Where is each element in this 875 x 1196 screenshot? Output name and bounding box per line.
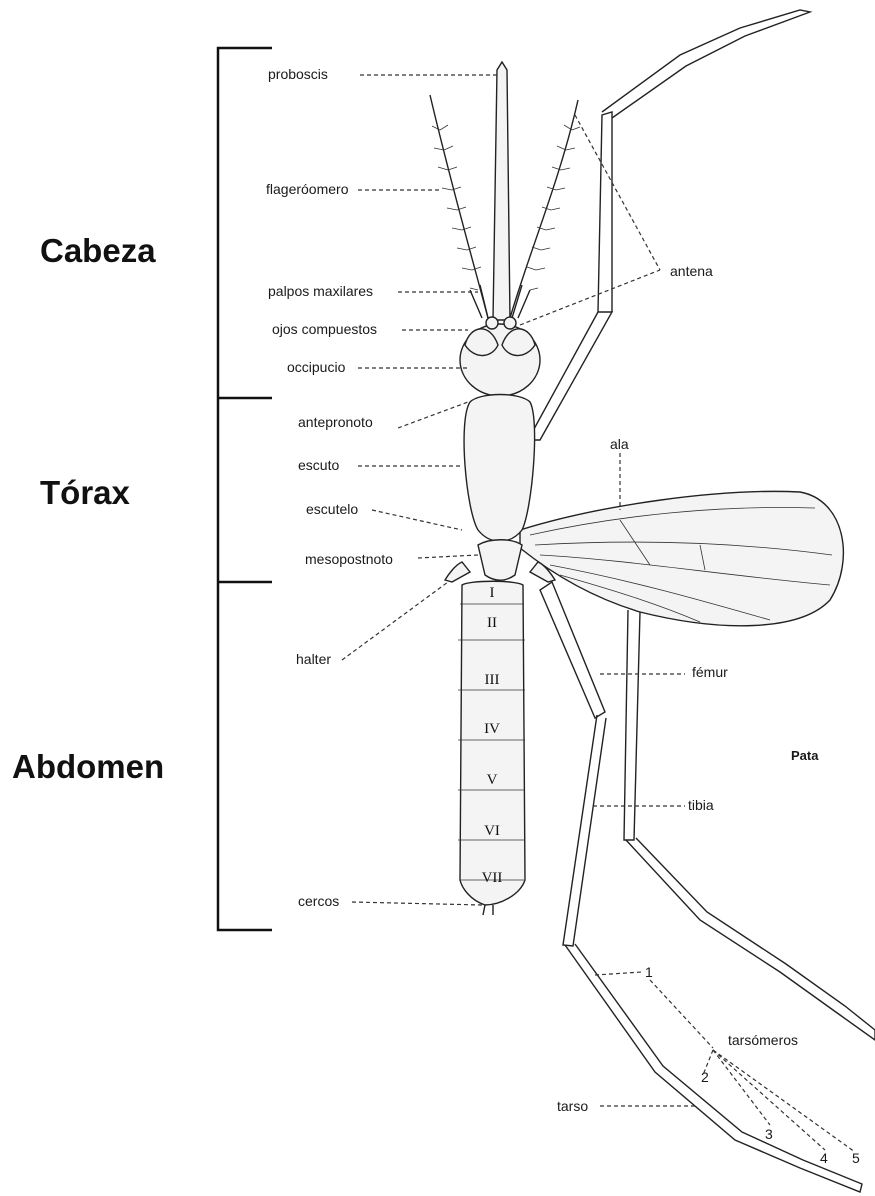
tarsomere-number-3: 3: [765, 1126, 773, 1142]
abdominal-segment-II: II: [472, 615, 512, 631]
label-leg: Pata: [791, 748, 818, 764]
abdominal-segment-I: I: [472, 585, 512, 601]
region-thorax-title: Tórax: [40, 474, 130, 512]
label-halter: halter: [296, 651, 331, 667]
tarsomere-number-2: 2: [701, 1069, 709, 1085]
label-maxillary-palps: palpos maxilares: [268, 283, 373, 299]
label-femur: fémur: [692, 664, 728, 680]
label-compound-eyes: ojos compuestos: [272, 321, 377, 337]
head: [460, 317, 540, 396]
label-mesopostnotum: mesopostnoto: [305, 551, 393, 567]
tarsomere-number-1: 1: [645, 964, 653, 980]
label-antenna: antena: [670, 263, 713, 279]
label-scutellum: escutelo: [306, 501, 358, 517]
label-occiput: occipucio: [287, 359, 345, 375]
region-abdomen-title: Abdomen: [12, 748, 164, 786]
label-tibia: tibia: [688, 797, 714, 813]
abdominal-segment-V: V: [472, 772, 512, 788]
label-tarsus: tarso: [557, 1098, 588, 1114]
tarsomere-number-5: 5: [852, 1150, 860, 1166]
label-proboscis: proboscis: [268, 66, 328, 82]
abdominal-segment-IV: IV: [472, 721, 512, 737]
abdominal-segment-III: III: [472, 672, 512, 688]
region-head-title: Cabeza: [40, 232, 156, 270]
tarsomere-number-4: 4: [820, 1150, 828, 1166]
abdominal-segment-VI: VI: [472, 823, 512, 839]
abdomen: [458, 581, 525, 915]
label-flagellomere: flageróomero: [266, 181, 349, 197]
abdominal-segment-VII: VII: [472, 870, 512, 886]
label-scutum: escuto: [298, 457, 339, 473]
label-cerci: cercos: [298, 893, 339, 909]
label-wing: ala: [610, 436, 629, 452]
label-antepronotum: antepronoto: [298, 414, 373, 430]
region-brackets: [218, 48, 272, 930]
wing: [520, 491, 843, 625]
label-tarsomeres: tarsómeros: [728, 1032, 798, 1048]
